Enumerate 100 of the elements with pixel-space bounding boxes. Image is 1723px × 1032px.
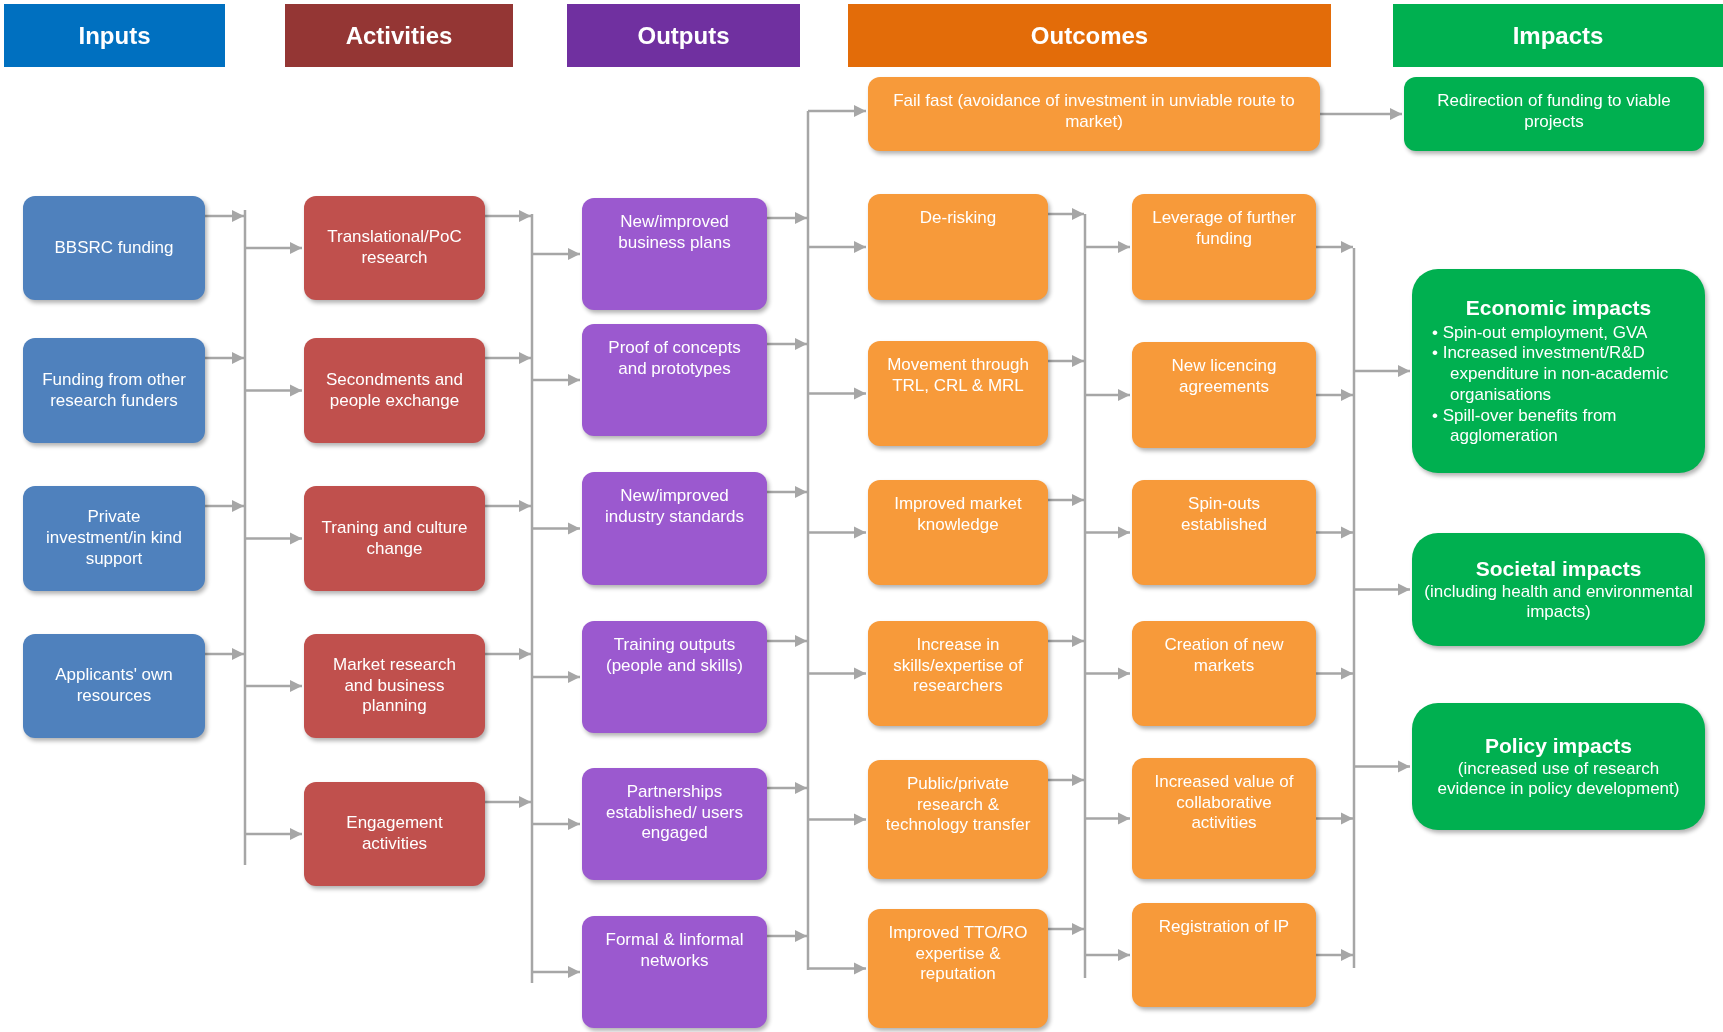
arrow [767,929,807,943]
box-label: Improved market knowledge [893,494,1023,536]
arrow [767,337,807,351]
process-box [868,341,1048,446]
box-label: Partnerships established/ users engaged [605,782,744,845]
process-box [1132,758,1316,879]
box-label: De-risking [919,208,997,229]
process-box [868,480,1048,585]
arrow [1048,634,1084,648]
arrow [808,526,866,539]
box-heading: Policy impacts [1484,732,1633,759]
arrow [532,817,580,831]
arrow [485,351,531,365]
process-box [1132,621,1316,726]
process-box [582,324,767,436]
arrow [1316,812,1353,825]
process-box [1132,903,1316,1007]
bullet-item: • Spill-over benefits from agglomeration [1432,405,1618,447]
arrow [1316,948,1353,962]
arrow [1048,773,1084,787]
arrow [767,781,807,795]
arrow [1048,493,1084,507]
arrow [1320,107,1402,121]
arrow [1316,388,1353,402]
box-label: Secondments and people exchange [324,369,464,412]
arrow [245,241,302,255]
arrow [1048,207,1084,221]
process-box [868,909,1048,1028]
box-label: Fail fast (avoidance of investment in unviable route to market) [892,91,1296,133]
process-box [582,621,767,733]
box-label: Spin-outs established [1180,494,1268,536]
box-label: Public/private research & technology transfer [884,774,1032,837]
process-box [1132,194,1316,300]
arrow [485,795,531,809]
box-label: BBSRC funding [54,237,174,259]
arrow [808,104,866,118]
header-label: Outputs [637,21,730,50]
process-box [582,768,767,880]
arrow [1085,526,1130,539]
arrow [532,373,580,387]
arrow [767,634,807,648]
column-header [4,4,225,67]
header-label: Outcomes [1030,21,1149,50]
bullet-item: • Increased investment/R&D expenditure in non-academic organisations [1432,343,1670,406]
process-box [304,338,485,443]
arrow [1354,760,1410,773]
arrow [1048,354,1084,368]
column-header [1393,4,1723,67]
process-box [1404,77,1704,151]
box-label: Leverage of further funding [1151,208,1297,250]
box-label: Creation of new markets [1163,635,1285,677]
box-label: Improved TTO/RO expertise & reputation [887,923,1029,986]
arrow [205,499,244,513]
arrow [245,532,302,545]
arrow [532,247,580,261]
box-label: (increased use of research evidence in policy development) [1436,758,1681,801]
column-header [567,4,800,67]
header-label: Activities [345,21,453,50]
arrow [205,351,244,365]
box-label: Funding from other research funders [41,369,187,412]
box-label: Translational/PoC research [326,227,463,269]
arrow [1085,388,1130,402]
arrow [1048,922,1084,936]
arrow [808,962,866,975]
arrow [245,827,302,841]
header-label: Impacts [1512,21,1604,50]
arrow [532,522,580,535]
box-label: New licencing agreements [1170,356,1278,398]
box-label: Redirection of funding to viable projects [1436,91,1672,133]
process-box [868,77,1320,151]
arrow [245,679,302,693]
impact-box [1412,703,1705,830]
arrow [1316,526,1353,539]
arrow [245,384,302,397]
arrow [808,240,866,254]
box-heading: Economic impacts [1465,295,1652,321]
box-label: Proof of concepts and prototypes [607,338,742,380]
process-box [868,621,1048,726]
arrow [1085,240,1130,254]
arrow [1316,667,1353,680]
arrow [808,387,866,400]
process-box [582,198,767,310]
impact-box [1412,533,1705,646]
box-label: Private investment/in kind support [44,507,184,570]
arrow [1085,948,1130,962]
box-label: Training outputs (people and skills) [605,635,744,677]
process-box [23,338,205,443]
arrow [532,670,580,684]
impact-box [1412,269,1705,473]
arrow [1316,240,1353,254]
column-header [285,4,513,67]
arrow [808,813,866,826]
arrow [532,965,580,979]
arrow [485,499,531,513]
process-box [1132,480,1316,585]
arrow [485,209,531,223]
process-box [1132,342,1316,448]
arrow [205,647,244,661]
process-box [868,760,1048,879]
process-box [304,486,485,591]
